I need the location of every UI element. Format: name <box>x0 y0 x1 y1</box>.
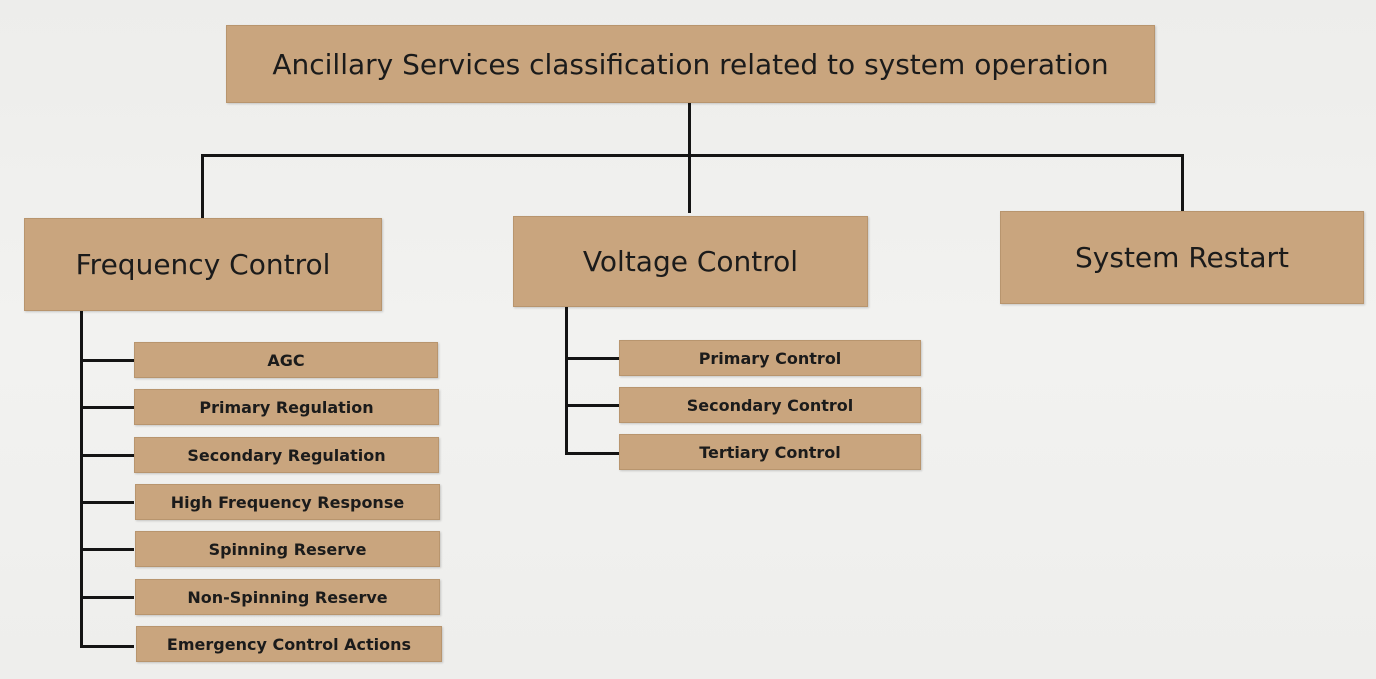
frequency-tick-high <box>80 501 134 504</box>
root-connector <box>688 103 691 213</box>
frequency-tick-secondary <box>80 454 134 457</box>
root-label: Ancillary Services classification relate… <box>272 47 1109 81</box>
branch-bar <box>201 154 1184 157</box>
subitem-high-frequency-response: High Frequency Response <box>135 484 440 520</box>
category-label: Frequency Control <box>75 248 331 281</box>
root-node: Ancillary Services classification relate… <box>226 25 1155 103</box>
subitem-tertiary-control: Tertiary Control <box>619 434 921 470</box>
subitem-primary-control: Primary Control <box>619 340 921 376</box>
subitem-label: Secondary Regulation <box>187 445 386 465</box>
subitem-secondary-control: Secondary Control <box>619 387 921 423</box>
frequency-drop <box>201 154 204 218</box>
frequency-tick-agc <box>80 359 134 362</box>
category-label: System Restart <box>1075 241 1289 274</box>
subitem-label: Tertiary Control <box>699 442 841 462</box>
frequency-tick-nonspinning <box>80 596 134 599</box>
subitem-primary-regulation: Primary Regulation <box>134 389 439 425</box>
voltage-tick-tertiary <box>565 452 619 455</box>
frequency-tick-spinning <box>80 548 134 551</box>
category-label: Voltage Control <box>582 245 799 278</box>
subitem-emergency-control-actions: Emergency Control Actions <box>136 626 442 662</box>
frequency-spine <box>80 311 83 648</box>
subitem-label: AGC <box>267 350 305 370</box>
subitem-non-spinning-reserve: Non-Spinning Reserve <box>135 579 440 615</box>
subitem-spinning-reserve: Spinning Reserve <box>135 531 440 567</box>
frequency-tick-primary <box>80 406 134 409</box>
category-voltage-control: Voltage Control <box>513 216 868 307</box>
subitem-label: High Frequency Response <box>170 492 405 512</box>
restart-drop <box>1181 154 1184 211</box>
voltage-tick-secondary <box>565 404 619 407</box>
category-frequency-control: Frequency Control <box>24 218 382 311</box>
voltage-spine <box>565 307 568 455</box>
subitem-label: Secondary Control <box>686 395 854 415</box>
subitem-label: Non-Spinning Reserve <box>187 587 388 607</box>
frequency-tick-emergency <box>80 645 134 648</box>
voltage-tick-primary <box>565 357 619 360</box>
subitem-agc: AGC <box>134 342 438 378</box>
category-system-restart: System Restart <box>1000 211 1364 304</box>
subitem-label: Emergency Control Actions <box>166 634 412 654</box>
subitem-label: Spinning Reserve <box>208 539 367 559</box>
subitem-label: Primary Control <box>698 348 842 368</box>
subitem-label: Primary Regulation <box>199 397 374 417</box>
subitem-secondary-regulation: Secondary Regulation <box>134 437 439 473</box>
